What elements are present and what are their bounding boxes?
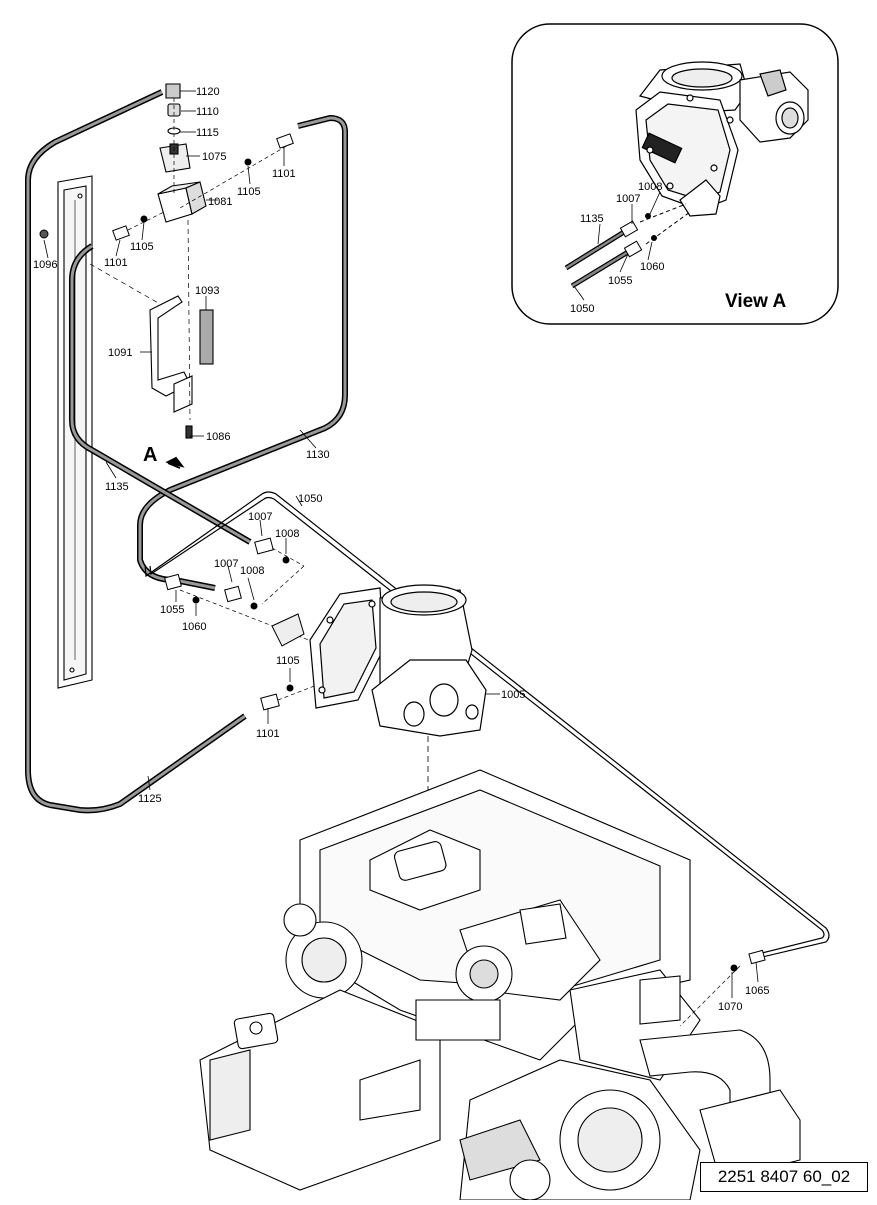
callout-label: 1070: [718, 1001, 742, 1013]
callout-label: 1115: [196, 127, 219, 139]
bracket-1091: [89, 219, 214, 439]
callout-label: 1075: [202, 151, 226, 163]
view-arrow-label: A: [143, 444, 157, 466]
view-a-callout: 1055: [608, 275, 632, 287]
view-a-valve-drawing: [635, 61, 809, 217]
view-a-callout: 1007: [616, 193, 640, 205]
callout-label: 1065: [745, 985, 769, 997]
fittings-bottom-right: [679, 949, 766, 1027]
callout-label: 1081: [208, 196, 232, 208]
callout-label: 1101: [272, 168, 296, 180]
callout-label: 1125: [138, 793, 162, 805]
callout-label: 1135: [105, 481, 129, 493]
callout-label: 1008: [240, 565, 264, 577]
solenoid-stack: [157, 83, 207, 223]
callout-label: 1060: [182, 621, 206, 633]
view-a-callout: 1008: [638, 181, 662, 193]
callout-label: 1105: [276, 655, 300, 667]
pipe-1050: [144, 491, 830, 959]
callout-label: 1130: [306, 449, 330, 461]
view-a-inset: 1008 1007 1135 1060 1055 1050 View A: [511, 23, 839, 325]
callout-label: 1005: [501, 689, 525, 701]
compressor-assembly-drawing: [199, 769, 801, 1201]
callout-label: 1101: [104, 257, 128, 269]
callout-label: 1091: [108, 347, 132, 359]
fittings-middle: [164, 537, 361, 711]
callout-label: 1007: [248, 511, 272, 523]
valve-1005: [309, 584, 487, 846]
view-a-title: View A: [725, 291, 787, 312]
callout-label: 1105: [130, 241, 154, 253]
callout-label: 1093: [195, 285, 219, 297]
callout-label: 1086: [206, 431, 230, 443]
callout-label: 1105: [237, 186, 261, 198]
hose-1135: [69, 243, 252, 545]
callout-label: 1055: [160, 604, 184, 616]
callout-label: 1110: [196, 106, 219, 118]
view-arrow-icon: [165, 456, 185, 469]
view-a-callout: 1060: [640, 261, 664, 273]
view-a-callout: 1050: [570, 303, 594, 315]
fittings-top: [39, 133, 294, 241]
callout-label: 1050: [298, 493, 322, 505]
callout-label: 1008: [275, 528, 299, 540]
view-a-hoses: [564, 203, 691, 289]
view-a-callout: 1135: [580, 213, 604, 225]
document-id: 2251 8407 60_02: [700, 1162, 868, 1192]
callout-label: 1120: [196, 86, 220, 98]
callout-labels: 1120 1110 1115 1075 1105 1101 1081 1105 …: [33, 86, 769, 1013]
callout-label: 1101: [256, 728, 280, 740]
callout-label: 1007: [214, 558, 238, 570]
callout-label: 1096: [33, 259, 57, 271]
